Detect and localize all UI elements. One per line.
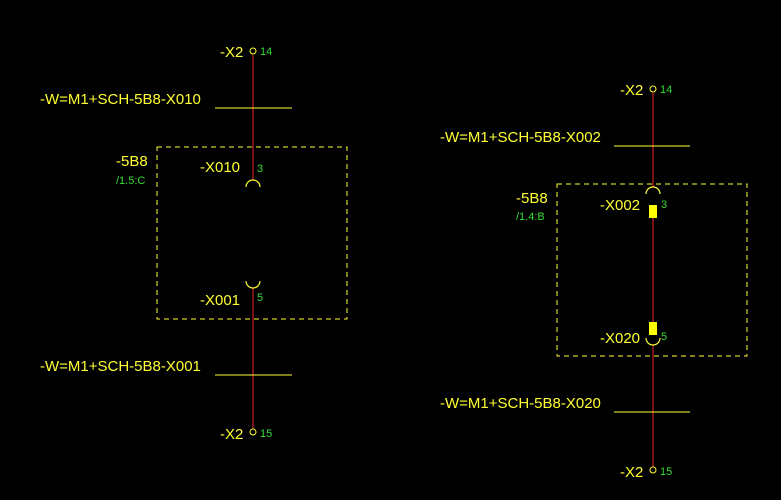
right-top-cable-label: -W=M1+SCH-5B8-X002 (440, 129, 601, 146)
left-device-label: -5B8 (116, 153, 148, 170)
right-connector-bottom-pin[interactable] (649, 322, 657, 335)
left-top-terminal-number: 14 (260, 46, 272, 58)
right-connector-top-number: 3 (661, 199, 667, 211)
right-connector-top-label: -X002 (600, 197, 640, 214)
left-device-ref[interactable]: /1.5:C (116, 175, 145, 187)
right-device-label: -5B8 (516, 190, 548, 207)
right-top-terminal-symbol[interactable] (649, 85, 657, 93)
right-device-box[interactable] (556, 183, 748, 357)
right-top-terminal-label: -X2 (620, 82, 643, 99)
right-bottom-terminal-symbol[interactable] (649, 466, 657, 474)
right-connector-top-socket[interactable] (645, 186, 661, 195)
left-connector-bottom-number: 5 (257, 292, 263, 304)
left-top-cable-label: -W=M1+SCH-5B8-X010 (40, 91, 201, 108)
right-bottom-terminal-label: -X2 (620, 464, 643, 481)
right-bottom-terminal-number: 15 (660, 466, 672, 478)
left-connector-bottom-socket[interactable] (245, 280, 261, 289)
right-connector-top-pin[interactable] (649, 205, 657, 218)
right-circuit: -X2 14 -W=M1+SCH-5B8-X002 -5B8 /1.4:B -X… (440, 82, 748, 481)
right-top-terminal-number: 14 (660, 84, 672, 96)
left-bottom-terminal-symbol[interactable] (249, 428, 257, 436)
right-connector-bottom-label: -X020 (600, 330, 640, 347)
left-connector-top-socket[interactable] (245, 179, 261, 188)
left-connector-top-label: -X010 (200, 159, 240, 176)
left-top-terminal-symbol[interactable] (249, 47, 257, 55)
left-device-box[interactable] (156, 146, 348, 320)
left-bottom-terminal-label: -X2 (220, 426, 243, 443)
left-bottom-terminal-number: 15 (260, 428, 272, 440)
left-circuit: -X2 14 -W=M1+SCH-5B8-X010 -5B8 /1.5:C -X… (40, 44, 348, 443)
left-connector-bottom-label: -X001 (200, 292, 240, 309)
right-bottom-cable-label: -W=M1+SCH-5B8-X020 (440, 395, 601, 412)
right-device-ref[interactable]: /1.4:B (516, 211, 545, 223)
left-bottom-cable-label: -W=M1+SCH-5B8-X001 (40, 358, 201, 375)
right-connector-bottom-number: 5 (661, 331, 667, 343)
left-connector-top-number: 3 (257, 163, 263, 175)
left-top-terminal-label: -X2 (220, 44, 243, 61)
right-connector-bottom-socket[interactable] (645, 337, 661, 346)
